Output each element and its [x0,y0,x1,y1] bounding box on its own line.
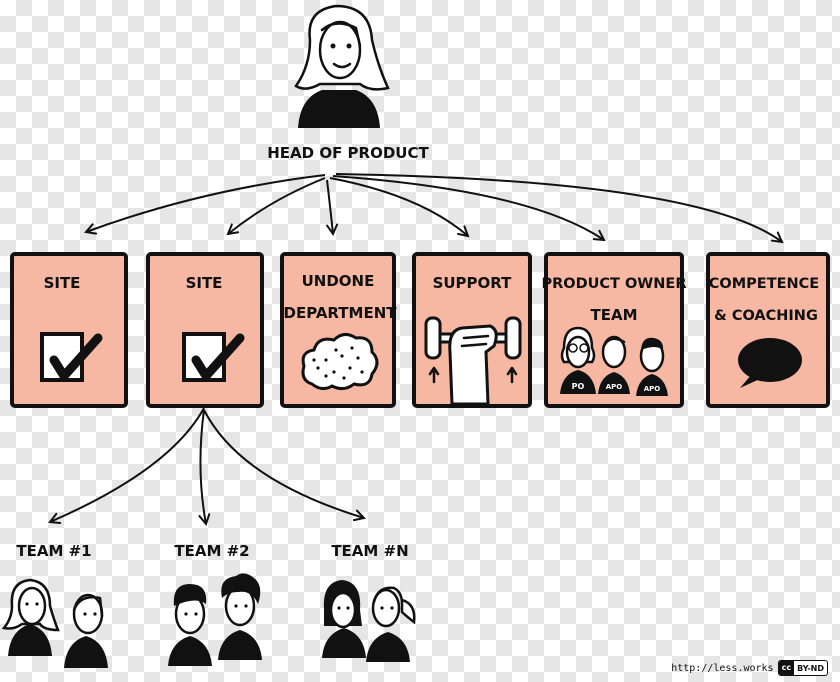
team-1-members [1,578,108,668]
head-arrows [86,173,782,242]
department-label: SUPPORT [433,274,513,292]
person-icon [168,584,212,666]
checkbox-icon [182,332,245,382]
team-label: TEAM #N [331,542,408,560]
department-label: UNDONE [302,272,375,290]
head-of-product-label: HEAD OF PRODUCT [267,144,429,162]
team-2-members [168,573,262,666]
department-label: COMPETENCE [709,276,819,292]
department-competence-coaching: COMPETENCE & COACHING [706,252,830,408]
team-label: TEAM #2 [174,542,249,560]
apo-badge: APO [644,385,661,393]
person-icon [366,586,416,662]
license-text: BY-ND [797,663,824,673]
team-label: TEAM #1 [16,542,91,560]
credit: http://less.works cc BY-ND [671,660,828,676]
department-label: SITE [44,274,81,292]
department-product-owner-team: PRODUCT OWNER TEAM PO APO APO [541,252,687,408]
department-site-2: SITE [146,252,264,408]
cc-icon: cc [778,661,795,675]
site-arrows [50,407,364,524]
speech-bubble-icon [738,338,802,388]
team-n-members [322,580,416,662]
department-label-line2: DEPARTMENT [284,304,398,322]
cloud-icon [301,333,379,391]
department-undone: UNDONE DEPARTMENT [280,252,398,408]
person-icon [64,593,108,668]
person-icon [322,580,366,658]
person-icon: APO [598,335,630,394]
checkbox-icon [40,332,103,382]
department-label: SITE [186,274,223,292]
department-site-1: SITE [10,252,128,408]
credit-url[interactable]: http://less.works [671,662,774,674]
person-icon: APO [636,337,668,396]
cc-license-badge: cc BY-ND [777,660,828,676]
po-badge: PO [572,382,585,391]
dumbbell-icon [424,316,522,406]
apo-badge: APO [606,383,623,391]
person-icon [1,578,60,656]
department-support: SUPPORT [412,252,532,408]
department-label-line2: & COACHING [714,308,818,324]
department-label: PRODUCT OWNER [541,276,686,292]
person-icon: PO [560,326,596,394]
person-icon [218,573,262,660]
department-label-line2: TEAM [590,306,637,324]
head-of-product-figure [294,4,390,128]
